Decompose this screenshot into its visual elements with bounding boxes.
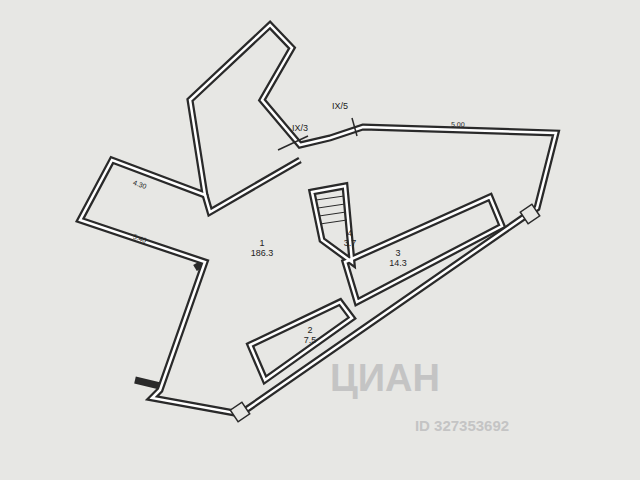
door-mark xyxy=(352,118,357,136)
dimension-label: IX/5 xyxy=(332,101,348,111)
wall xyxy=(205,160,300,212)
wall-core xyxy=(345,197,502,302)
column xyxy=(520,204,539,223)
room-label: 314.3 xyxy=(387,247,409,270)
room-number: 2 xyxy=(304,325,317,335)
step xyxy=(318,204,345,208)
door-mark xyxy=(278,136,308,150)
dimension-label: 5.00 xyxy=(451,120,465,127)
room-area: 14.3 xyxy=(389,258,407,268)
room-area: 3.7 xyxy=(344,238,357,248)
watermark: ЦИАН xyxy=(330,357,440,400)
step xyxy=(320,220,347,224)
stairs xyxy=(316,196,347,224)
watermark: ID 327353692 xyxy=(415,417,509,434)
dimension-label: IX/3 xyxy=(292,123,308,133)
room-number: 4 xyxy=(344,228,357,238)
walls xyxy=(80,25,556,414)
dimension-label: 4.30 xyxy=(132,178,147,189)
step xyxy=(316,196,344,200)
columns xyxy=(230,204,539,421)
outer-wall xyxy=(80,25,556,414)
wall-core xyxy=(205,160,300,212)
room-number: 3 xyxy=(389,248,407,258)
wall-core xyxy=(80,25,556,414)
stair-wall xyxy=(312,186,352,262)
room-number: 1 xyxy=(251,238,274,248)
wall-cores xyxy=(80,25,556,414)
step xyxy=(319,212,346,216)
column xyxy=(230,402,249,421)
room-label: 27.5 xyxy=(302,324,319,347)
room-label: 43.7 xyxy=(342,227,359,250)
wall-core xyxy=(312,186,352,262)
room-area: 7.5 xyxy=(304,335,317,345)
room-area: 186.3 xyxy=(251,248,274,258)
wall xyxy=(135,380,160,386)
door-marks xyxy=(278,118,357,150)
room-label: 1186.3 xyxy=(249,237,276,260)
